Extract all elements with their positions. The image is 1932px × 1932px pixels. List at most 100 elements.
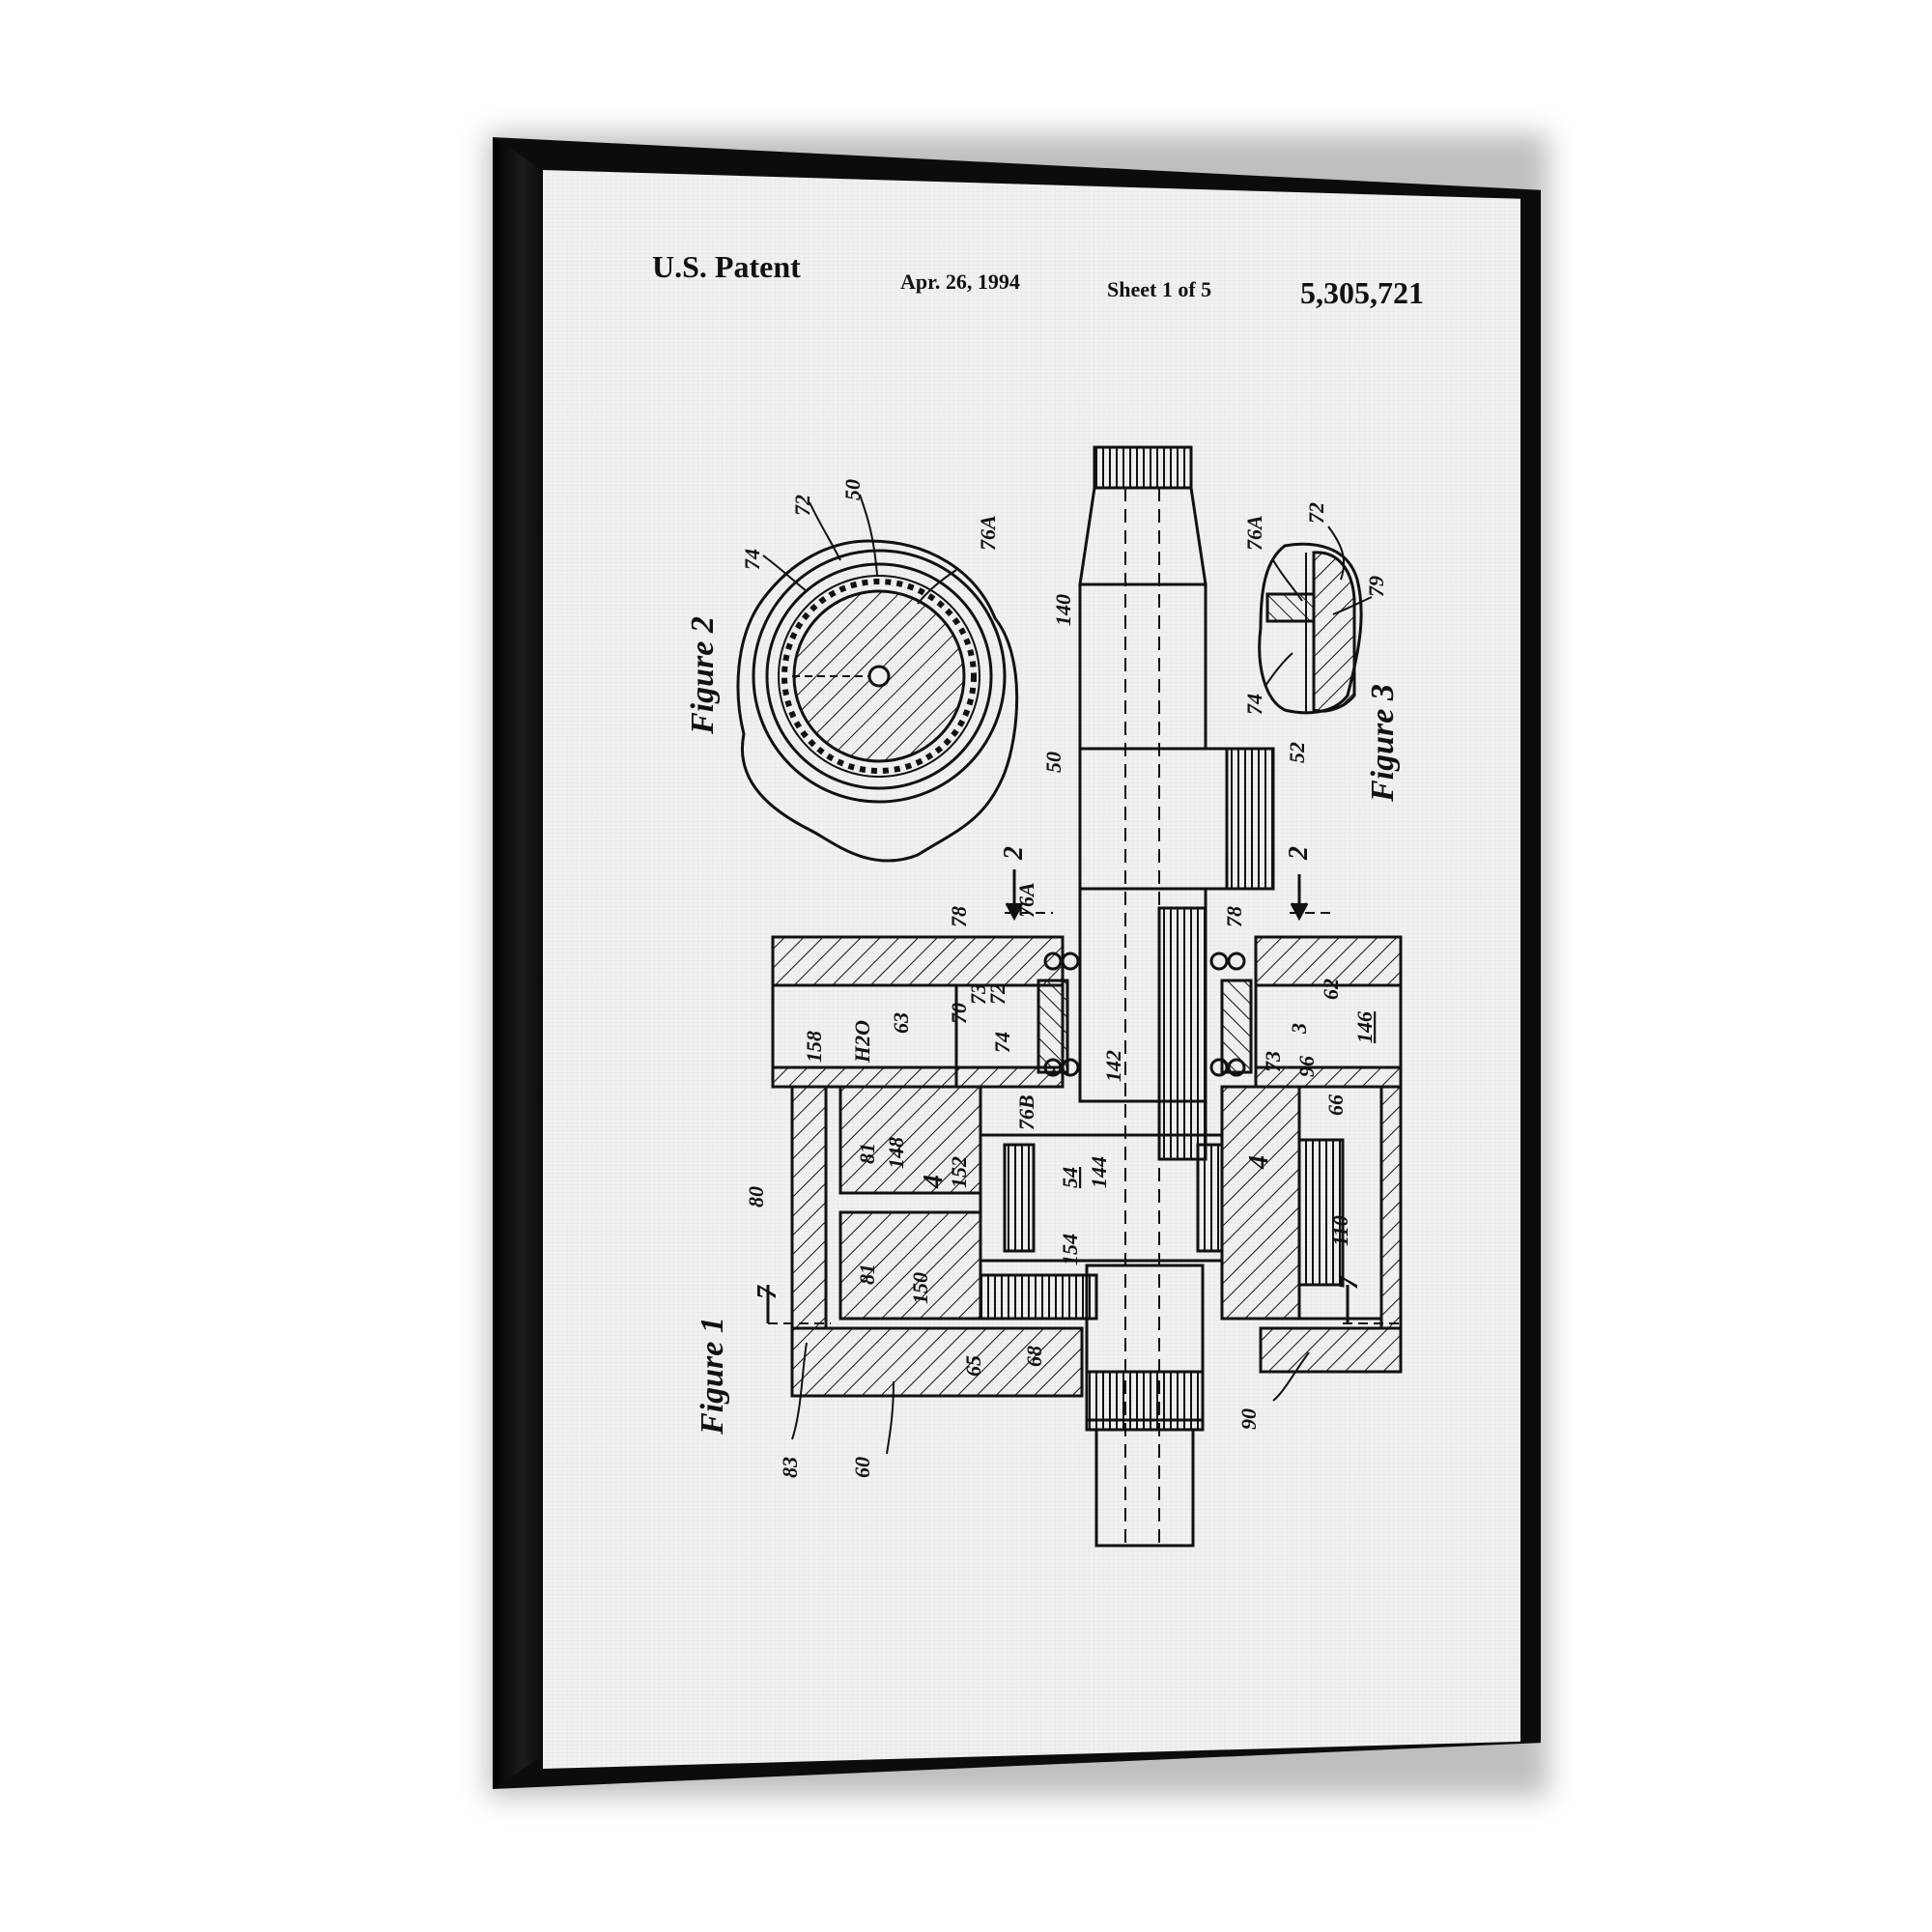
fig2-leader-50 (859, 494, 878, 576)
label-142: 142 (1101, 1050, 1125, 1082)
label-68: 68 (1022, 1346, 1046, 1367)
label-150: 150 (908, 1272, 932, 1304)
label-90: 90 (1236, 1408, 1261, 1430)
fig2-ring-inner (778, 575, 980, 778)
fig3-leader-76a (1272, 559, 1303, 602)
fig2-leader-74 (762, 554, 808, 592)
label-76a: 76A (1014, 882, 1038, 918)
rotor-left-upper (838, 1085, 982, 1195)
sheet-count: Sheet 1 of 5 (1107, 277, 1212, 301)
figure-1-drawing (766, 445, 1403, 1548)
patent-number: 5,305,721 (1300, 275, 1424, 310)
label-72: 72 (790, 495, 814, 516)
shaft-upper (1078, 582, 1208, 751)
label-72: 72 (985, 983, 1009, 1005)
gear-68 (979, 1273, 1098, 1321)
figure-2-title: Figure 2 (685, 616, 721, 735)
fig2-bearing-ring (781, 579, 977, 774)
figure-1-title: Figure 1 (695, 1317, 730, 1435)
label-section-7-left: 7 (753, 1285, 782, 1299)
label-83: 83 (778, 1457, 802, 1478)
label-section-2-right: 2 (1284, 846, 1314, 861)
bearing-right (1220, 979, 1253, 1074)
label-154: 154 (1058, 1234, 1082, 1265)
label-54: 54 (1058, 1167, 1082, 1188)
inner-chamber-lines-r (1196, 1143, 1224, 1253)
rotor-right (1220, 1085, 1301, 1321)
fig2-outer-boundary (736, 539, 1019, 863)
label-74: 74 (990, 1032, 1014, 1053)
gear-band-right (1297, 1138, 1345, 1287)
figure-3-title: Figure 3 (1365, 684, 1401, 803)
label-50: 50 (1041, 752, 1065, 773)
figure-3-drawing (1258, 526, 1373, 715)
patent-date: Apr. 26, 1994 (900, 270, 1020, 294)
label-section-2-left: 2 (999, 846, 1029, 861)
outer-wall-left (790, 1085, 828, 1330)
label-76a: 76A (976, 515, 1000, 551)
label-50: 50 (840, 479, 865, 500)
label-148: 148 (884, 1137, 908, 1169)
label-146: 146 (1352, 1011, 1377, 1043)
shaft-thread (1093, 445, 1193, 490)
frame-side-edge (493, 137, 543, 1789)
label-81-bottom: 81 (855, 1264, 879, 1285)
label-section-4-right: 4 (1244, 1155, 1274, 1170)
label-140: 140 (1051, 594, 1075, 626)
label-66: 66 (1323, 1094, 1348, 1116)
label-74-fig3: 74 (1242, 694, 1266, 715)
label-81-top: 81 (855, 1143, 879, 1164)
fig2-ring-outer (752, 549, 1007, 804)
figure-2-drawing (736, 494, 1019, 863)
label-96: 96 (1294, 1056, 1319, 1077)
label-72-fig3: 72 (1304, 502, 1328, 524)
label-110: 110 (1328, 1215, 1352, 1246)
bearing-left (1037, 979, 1069, 1074)
label-73-right: 73 (1261, 1051, 1285, 1072)
fig2-center (867, 665, 891, 688)
label-158: 158 (802, 1031, 826, 1063)
label-74: 74 (740, 549, 764, 570)
fig3-hatched-body (1312, 551, 1356, 713)
housing-top-left (771, 935, 1065, 987)
rotor-left-lower (838, 1210, 982, 1321)
label-65: 65 (961, 1355, 985, 1377)
label-h2o: H2O (850, 1020, 874, 1064)
label-73-left: 73 (966, 983, 990, 1005)
label-76b: 76B (1014, 1094, 1038, 1130)
fig3-leader-72 (1327, 526, 1346, 581)
label-70: 70 (947, 1003, 971, 1024)
outer-wall-right (1379, 1085, 1403, 1330)
label-52: 52 (1285, 742, 1309, 763)
shaft-bend (1157, 906, 1208, 1161)
patent-label: U.S. Patent (652, 249, 801, 284)
label-76a-fig3: 76A (1242, 515, 1266, 551)
label-section-7-right: 7 (1334, 1275, 1364, 1290)
label-152: 152 (947, 1156, 971, 1188)
label-78-right: 78 (1222, 906, 1246, 927)
fig2-leader-76a (917, 569, 957, 605)
label-62: 62 (1319, 979, 1343, 1000)
fig3-leader-74 (1264, 652, 1293, 687)
housing-bottom-left (771, 1065, 1065, 1089)
label-63: 63 (889, 1012, 913, 1034)
label-3: 3 (1287, 1023, 1311, 1035)
base-left (790, 1326, 1084, 1398)
fig3-leader-79 (1332, 596, 1373, 615)
shaft-taper (1078, 486, 1208, 586)
label-78-left: 78 (947, 906, 971, 927)
shaft-lower-ring (1085, 1370, 1205, 1432)
shaft-bottom (1094, 1428, 1195, 1548)
base-right (1259, 1326, 1403, 1374)
collar-52-shade (1225, 747, 1275, 891)
label-section-4-left: 4 (919, 1175, 949, 1189)
chamber-right (1297, 1085, 1383, 1321)
fig2-leader-72 (809, 501, 841, 561)
housing-top-right (1254, 935, 1403, 987)
label-60: 60 (850, 1457, 874, 1478)
label-79-fig3: 79 (1364, 576, 1388, 597)
label-80: 80 (744, 1186, 768, 1208)
label-144: 144 (1087, 1156, 1111, 1188)
fig2-ring-mid (765, 562, 993, 790)
